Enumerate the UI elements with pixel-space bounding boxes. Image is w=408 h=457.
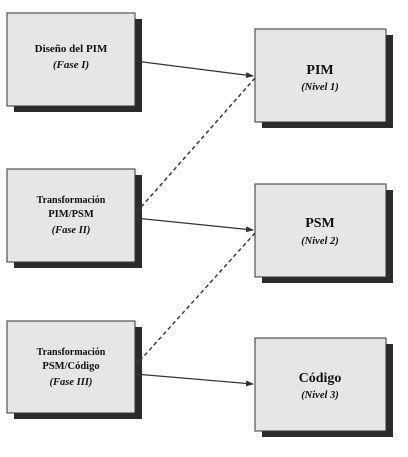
level-box-1-body bbox=[254, 28, 387, 123]
dashed-arrow-psm-to-phase3 bbox=[134, 232, 256, 367]
phase-box-2-title-line-2: PIM/PSM bbox=[48, 209, 94, 220]
level-box-1: PIM (Nivel 1) bbox=[254, 28, 393, 128]
phase-box-2-title-line-1: Transformación bbox=[37, 195, 106, 206]
phase-box-2-subtitle: (Fase II) bbox=[52, 225, 91, 236]
arrow-phase3-to-code bbox=[134, 373, 254, 387]
phase-box-1: Diseño del PIM (Fase I) bbox=[6, 12, 142, 112]
level-box-3-title: Código bbox=[299, 371, 342, 386]
level-box-1-subtitle: (Nivel 1) bbox=[301, 82, 339, 93]
phase-box-1-subtitle: (Fase I) bbox=[53, 59, 89, 71]
phase-box-3-title-line-2: PSM/Código bbox=[42, 361, 99, 372]
arrow-phase1-to-pim bbox=[134, 60, 254, 79]
phase-box-2: Transformación PIM/PSM (Fase II) bbox=[6, 168, 142, 268]
phase-box-3: Transformación PSM/Código (Fase III) bbox=[6, 320, 142, 419]
arrow-phase2-to-psm bbox=[134, 217, 254, 233]
phase-box-3-subtitle: (Fase III) bbox=[50, 377, 93, 388]
phase-box-3-title-line-1: Transformación bbox=[37, 347, 106, 358]
level-box-2: PSM (Nivel 2) bbox=[254, 183, 393, 283]
phase-box-2-body bbox=[6, 168, 136, 263]
level-box-3: Código (Nivel 3) bbox=[254, 337, 393, 437]
level-box-2-subtitle: (Nivel 2) bbox=[301, 236, 339, 247]
dashed-arrow-pim-to-phase2 bbox=[134, 77, 256, 215]
level-box-2-title: PSM bbox=[305, 216, 335, 231]
phase-box-3-body bbox=[6, 320, 136, 414]
level-box-2-body bbox=[254, 183, 387, 278]
phase-box-1-body bbox=[6, 12, 136, 107]
phase-box-1-title: Diseño del PIM bbox=[35, 43, 108, 55]
level-box-3-body bbox=[254, 337, 387, 432]
level-box-1-title: PIM bbox=[306, 63, 333, 78]
level-box-3-subtitle: (Nivel 3) bbox=[301, 390, 339, 401]
